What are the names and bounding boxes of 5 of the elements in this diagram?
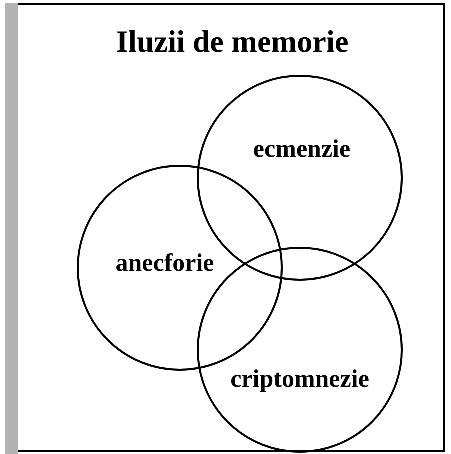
circle-label: ecmenzie xyxy=(253,136,351,164)
circle-label: criptomnezie xyxy=(230,366,370,394)
circle-label: anecforie xyxy=(116,250,214,278)
diagram-title: Iluzii de memorie xyxy=(115,24,350,60)
venn-circle xyxy=(77,165,283,371)
